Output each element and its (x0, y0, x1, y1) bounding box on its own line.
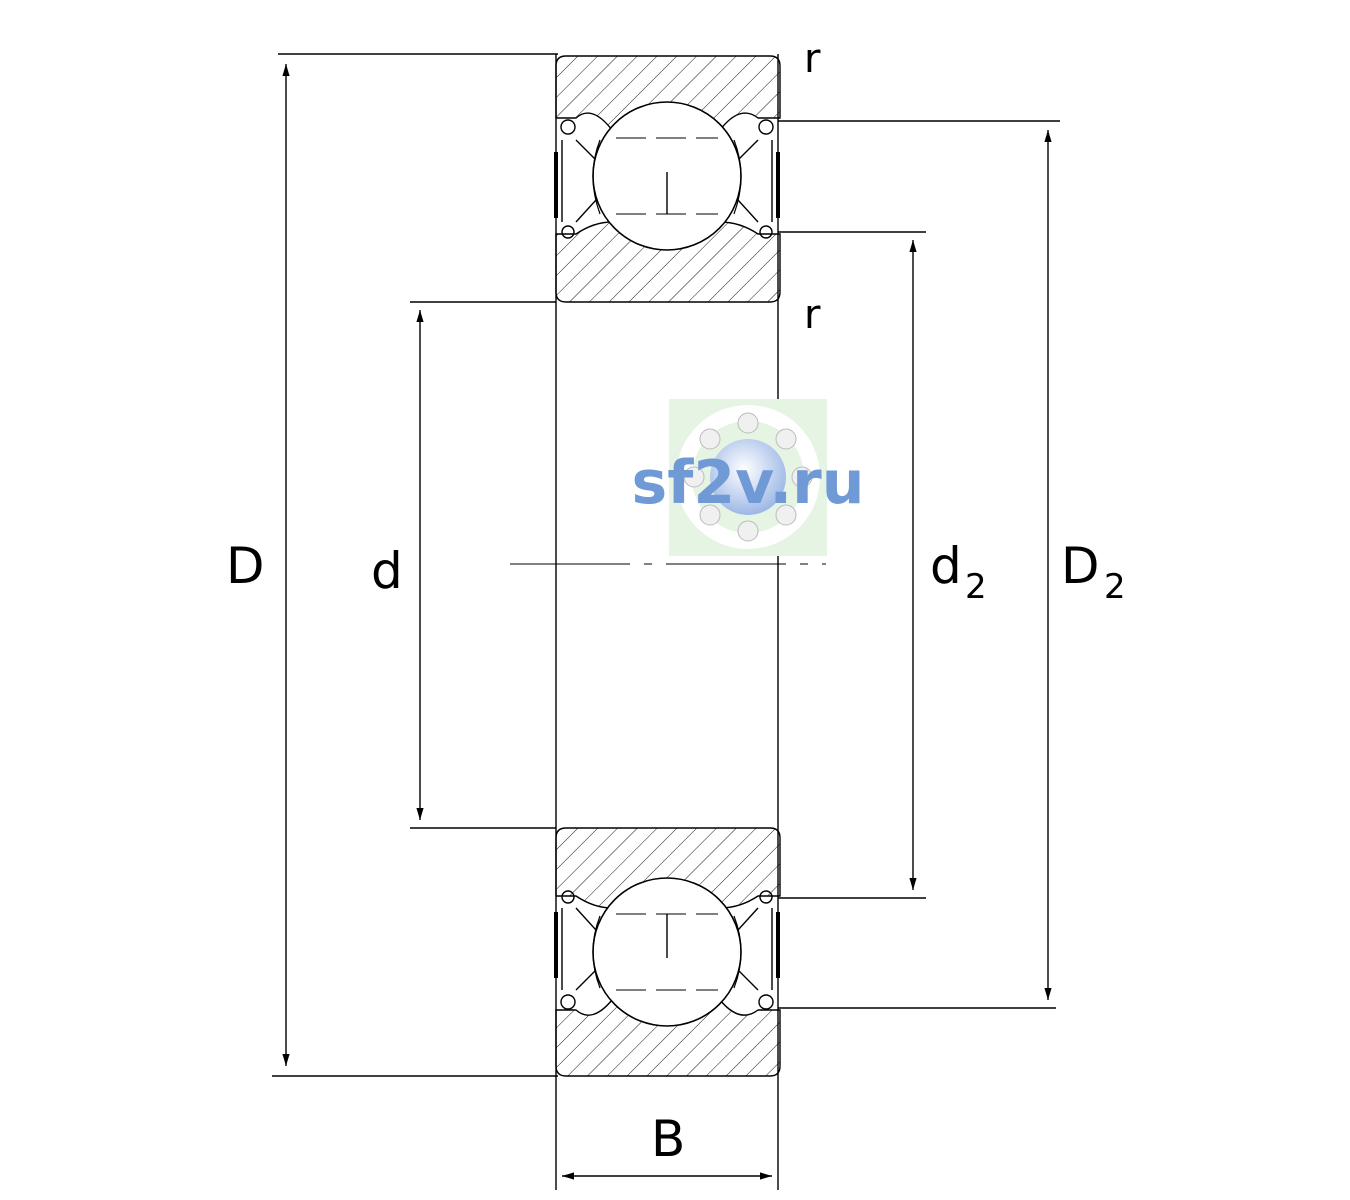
seal-left-bottom (554, 890, 597, 1010)
label-d2-subscript: 2 (965, 567, 987, 607)
extension-lines (272, 53, 1060, 1190)
watermark-text: sf2v.ru (632, 448, 865, 518)
label-D: D (226, 537, 265, 595)
label-B: B (651, 1110, 685, 1168)
watermark-bearing-icon (676, 405, 820, 549)
dimension-lines (282, 64, 1052, 1180)
seal-right-top (737, 119, 780, 239)
label-r-bottom: r (804, 292, 821, 338)
top-section (554, 55, 781, 303)
label-D2: D (1061, 537, 1100, 595)
label-d2: d (930, 537, 962, 595)
seal-left-top (554, 119, 597, 239)
seal-right-bottom (737, 890, 780, 1010)
label-d: d (371, 542, 403, 600)
outer-ring-bottom (555, 999, 781, 1077)
label-D2-subscript: 2 (1104, 567, 1126, 607)
watermark: sf2v.ru (632, 399, 865, 556)
bottom-section (554, 827, 781, 1077)
bore-outline (555, 54, 779, 1076)
label-r-top: r (804, 36, 821, 82)
inner-ring-top (555, 221, 781, 303)
